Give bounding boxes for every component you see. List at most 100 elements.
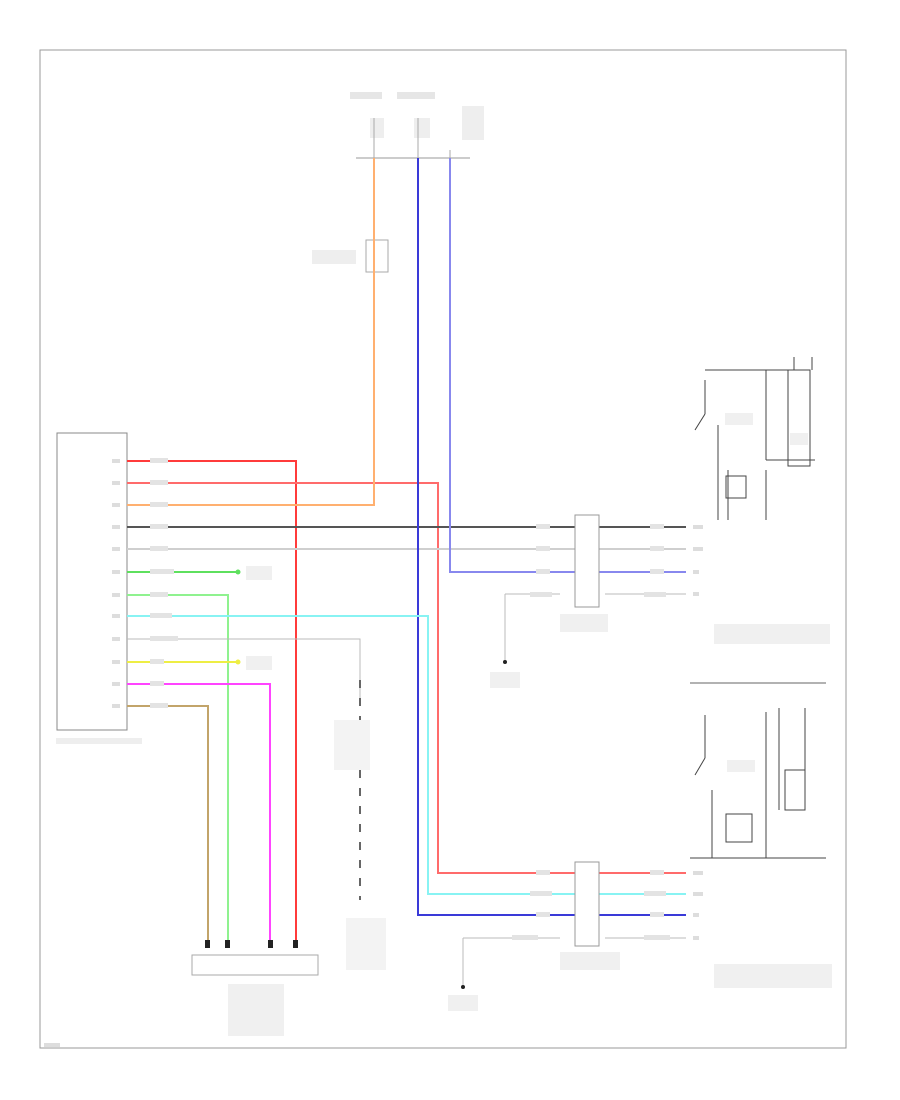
wire-tag xyxy=(644,891,666,896)
junction-connector xyxy=(365,239,389,273)
pin-label xyxy=(693,892,703,896)
wire-orange xyxy=(127,158,375,506)
seat-heater-switch xyxy=(56,432,142,744)
top-feed-area xyxy=(312,92,484,273)
wire-tag xyxy=(150,592,168,597)
terminal xyxy=(293,940,298,948)
ground-icon xyxy=(461,985,465,989)
pin-number xyxy=(112,547,120,551)
pin-number xyxy=(112,637,120,641)
page-code xyxy=(44,1043,60,1047)
heater-element-box xyxy=(784,769,806,811)
wire-tag xyxy=(150,681,164,686)
thin-wires xyxy=(127,593,686,985)
top-label-block xyxy=(350,92,382,99)
pin-number xyxy=(112,459,120,463)
wire-tag xyxy=(530,592,552,597)
pin-number xyxy=(112,481,120,485)
top-label-block xyxy=(397,92,435,99)
wire-tag xyxy=(536,546,550,551)
wire-tag xyxy=(650,524,664,529)
right-seat-heater-label xyxy=(714,964,832,988)
pin-number xyxy=(112,660,120,664)
switch-contact xyxy=(694,757,706,776)
connector-body xyxy=(574,514,600,608)
wire-tag xyxy=(536,569,550,574)
wire-tag xyxy=(644,935,670,940)
heater-label xyxy=(725,413,753,425)
terminal xyxy=(205,940,210,948)
diagram-frame xyxy=(39,49,847,1049)
wire-tag xyxy=(150,569,174,574)
wire-blue xyxy=(417,158,686,916)
pin-label xyxy=(693,913,699,917)
inline-connector-lower xyxy=(560,861,620,970)
connector-body xyxy=(574,861,600,947)
ground-label xyxy=(448,995,478,1011)
wire-lavender xyxy=(449,158,686,573)
wire-tag xyxy=(650,546,664,551)
wire-tag xyxy=(650,870,664,875)
splice-label xyxy=(246,566,272,580)
pin-number xyxy=(112,593,120,597)
wire-tag xyxy=(150,458,168,463)
right-seat-heater-schematic xyxy=(690,708,826,859)
connector-label xyxy=(228,984,284,1036)
inline-connector-upper xyxy=(560,514,608,632)
ground-upper xyxy=(490,660,520,688)
wire-tag xyxy=(650,912,664,917)
ground-icon xyxy=(503,660,507,664)
left-seat-heater-label xyxy=(714,624,830,644)
fuse-label xyxy=(414,118,430,138)
ground-label xyxy=(490,672,520,688)
wire-tag xyxy=(536,870,550,875)
heater-label xyxy=(790,433,808,445)
wire-tag xyxy=(150,636,178,641)
connector-body xyxy=(191,954,319,976)
fuse-label xyxy=(370,118,384,138)
wire-tag xyxy=(530,891,552,896)
wires xyxy=(127,158,686,946)
pin-label xyxy=(693,525,703,529)
splice-point xyxy=(235,659,241,665)
wire-thin-gray xyxy=(127,638,361,700)
wire-tag xyxy=(150,546,168,551)
wire-red xyxy=(127,460,297,946)
wire-magenta xyxy=(127,683,271,946)
wire-cyan xyxy=(127,615,686,895)
wire-tag xyxy=(536,524,550,529)
connector-label xyxy=(560,952,620,970)
wire-tag xyxy=(150,613,172,618)
thermostat-box xyxy=(725,813,753,843)
switch-label xyxy=(56,738,142,744)
pin-number xyxy=(112,503,120,507)
switch-contact xyxy=(694,413,706,431)
terminal xyxy=(268,940,273,948)
wire-tag xyxy=(150,659,164,664)
pin-label xyxy=(693,547,703,551)
connector-label xyxy=(560,614,608,632)
pin-number xyxy=(112,525,120,529)
ground-lower xyxy=(448,985,478,1011)
pin-number xyxy=(112,570,120,574)
junction-label xyxy=(312,250,356,264)
wire-tag xyxy=(536,912,550,917)
wire-tag xyxy=(650,569,664,574)
left-seat-heater-schematic xyxy=(694,357,815,520)
pin-label xyxy=(693,570,699,574)
pin-label xyxy=(693,592,699,596)
wire-tag xyxy=(512,935,538,940)
wire-pink-red xyxy=(127,482,686,874)
wire-tag xyxy=(150,502,168,507)
splice-point xyxy=(235,569,241,575)
pin-label xyxy=(693,871,703,875)
splice-label xyxy=(246,656,272,670)
wire-tags xyxy=(150,458,670,940)
wire-tag xyxy=(644,592,666,597)
wire-tag xyxy=(150,480,168,485)
harness-label xyxy=(346,918,386,970)
bottom-connector xyxy=(191,940,319,1036)
wire-tag xyxy=(150,703,168,708)
pin-number xyxy=(112,682,120,686)
